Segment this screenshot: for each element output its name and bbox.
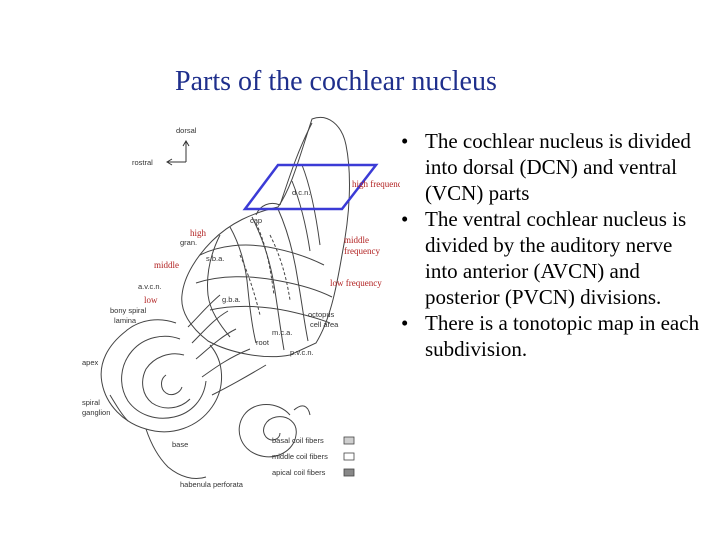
label-dorsal: dorsal [176,126,197,135]
label-sba: s.b.a. [206,254,224,263]
cochlear-nucleus-diagram: dorsal rostral [80,105,400,490]
label-cell-area: cell area [310,320,339,329]
annotation-middle-frequency-2: frequency [344,246,380,256]
cochlea-inset [239,405,310,457]
legend-apical: apical coil fibers [272,468,326,477]
label-avcn: a.v.c.n. [138,282,162,291]
label-gba: g.b.a. [222,295,241,304]
label-root: root [256,338,270,347]
label-apex: apex [82,358,99,367]
label-gran: gran. [180,238,197,247]
label-pvcn: p.v.c.n. [290,348,314,357]
bullet-text: There is a tonotopic map in each subdivi… [425,311,699,361]
legend-basal: basal coil fibers [272,436,324,445]
label-rostral: rostral [132,158,153,167]
orientation-arrows [167,141,189,165]
label-octopus: octopus [308,310,335,319]
bullet-list: •The cochlear nucleus is divided into do… [393,128,708,362]
legend-middle: middle coil fibers [272,452,328,461]
legend-swatch-middle [344,453,354,460]
label-mca: m.c.a. [272,328,292,337]
annotation-low: low [144,295,158,305]
label-ganglion: ganglion [82,408,110,417]
bullet-item: •The ventral cochlear nucleus is divided… [393,206,708,310]
legend-swatch-basal [344,437,354,444]
label-lamina: lamina [114,316,137,325]
label-dcn: d.c.n. [292,188,310,197]
bullet-text: The cochlear nucleus is divided into dor… [425,129,691,205]
annotation-low-frequency: low frequency [330,278,382,288]
bullet-item: •The cochlear nucleus is divided into do… [393,128,708,206]
label-base: base [172,440,188,449]
bullet-text: The ventral cochlear nucleus is divided … [425,207,686,309]
label-spiral: spiral [82,398,100,407]
bullet-item: •There is a tonotopic map in each subdiv… [393,310,708,362]
label-cap: cap [250,216,262,225]
slide-title: Parts of the cochlear nucleus [175,66,497,98]
annotation-middle-frequency-1: middle [344,235,369,245]
annotation-middle: middle [154,260,179,270]
legend-swatch-apical [344,469,354,476]
annotation-high: high [190,228,207,238]
label-bony-spiral: bony spiral [110,306,147,315]
label-habenula-perforata: habenula perforata [180,480,244,489]
